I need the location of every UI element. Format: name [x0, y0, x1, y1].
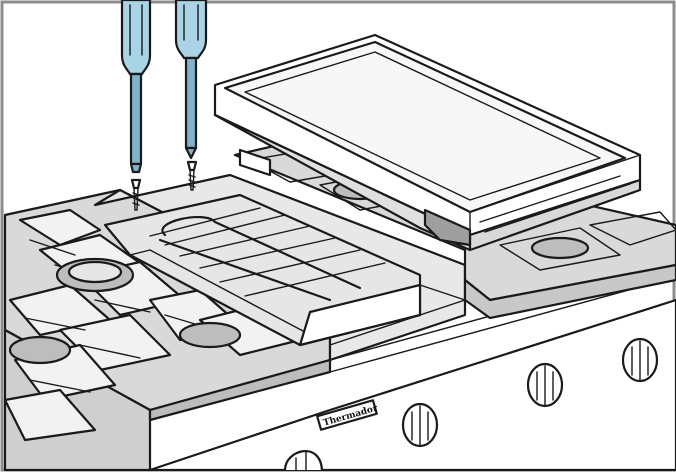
- griddle-plate-icon: [213, 33, 642, 252]
- screw-icon: [130, 160, 198, 211]
- phillips-screwdriver-icon: [174, 0, 208, 160]
- drip-tray: [103, 193, 422, 347]
- flathead-screwdriver-icon: [120, 0, 152, 174]
- burner-cap-icon: [8, 257, 242, 365]
- control-knob-icon: [283, 337, 659, 472]
